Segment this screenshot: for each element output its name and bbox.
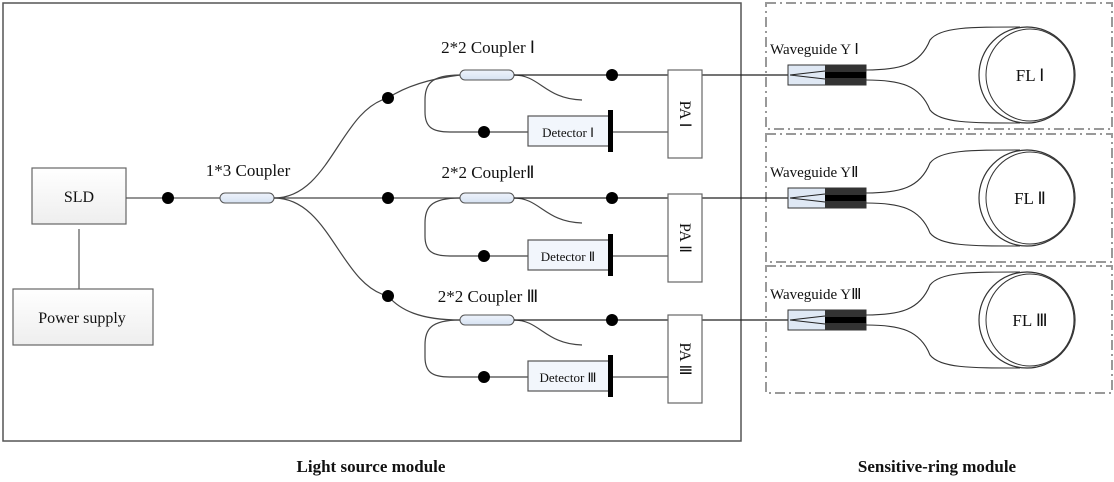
detector-plate <box>608 234 613 276</box>
fiber-loop-label: FL Ⅱ <box>1014 189 1046 208</box>
unused-port <box>513 197 583 224</box>
pa-label: PA Ⅱ <box>676 223 693 253</box>
detector-plate <box>608 110 613 152</box>
waveguide-core <box>825 317 866 323</box>
splitter-1x3 <box>219 192 275 204</box>
unused-port <box>513 74 583 101</box>
power-supply-box: Power supply <box>12 288 154 346</box>
detector-box <box>527 115 611 147</box>
pa-label: PA Ⅰ <box>676 101 693 128</box>
waveguide-core <box>825 72 866 78</box>
fiber-loop-label: FL Ⅰ <box>1016 66 1044 85</box>
power-supply-label: Power supply <box>38 310 126 327</box>
fiber-coil-inner <box>985 151 1075 245</box>
coupler-label: 2*2 Coupler Ⅰ <box>441 38 535 57</box>
coil-lead <box>865 202 1021 247</box>
fiber-coil <box>978 26 1076 124</box>
fiber-coil <box>978 149 1076 247</box>
waveguide-label: Waveguide Y Ⅰ <box>770 42 859 58</box>
splice-point <box>606 314 618 326</box>
coupler-label: 2*2 CouplerⅡ <box>442 163 535 182</box>
pa-box <box>667 193 703 283</box>
splice-point <box>478 126 490 138</box>
waveguide-label: Waveguide YⅡ <box>770 165 859 181</box>
detector-fiber <box>424 197 528 257</box>
coupler-2x2 <box>459 192 515 204</box>
splice-point <box>606 192 618 204</box>
waveguide-core <box>825 195 866 201</box>
unused-port <box>513 319 583 346</box>
fiber-coil-inner <box>985 273 1075 367</box>
pa-box <box>667 69 703 159</box>
coupler-2x2 <box>459 69 515 81</box>
fiber-loop-label: FL Ⅲ <box>1012 311 1047 330</box>
splitter-branches <box>273 74 461 321</box>
coupler-2x2 <box>459 314 515 326</box>
coupler-label: 2*2 Coupler Ⅲ <box>438 287 539 306</box>
splitter-label: 1*3 Coupler <box>206 161 291 180</box>
splice-point <box>382 92 394 104</box>
sensitive-ring-frame-3 <box>765 265 1113 394</box>
pa-box <box>667 314 703 404</box>
sld-box: SLD <box>31 167 127 225</box>
channel-2: 2*2 CouplerⅡ Detector Ⅱ PA Ⅱ Waveguide YⅡ FL… <box>382 149 1076 283</box>
detector-fiber <box>424 319 528 378</box>
light-source-module-label: Light source module <box>297 457 446 476</box>
detector-label: Detector Ⅱ <box>541 249 595 264</box>
splice-point <box>382 290 394 302</box>
sld-label: SLD <box>64 189 94 206</box>
coil-lead <box>865 26 1021 71</box>
splice-point <box>478 250 490 262</box>
splice-point <box>382 192 394 204</box>
sensitive-ring-module-label: Sensitive-ring module <box>858 457 1017 476</box>
splice-point <box>162 192 174 204</box>
splice-point <box>478 371 490 383</box>
detector-fiber <box>424 74 528 133</box>
detector-box <box>527 239 611 271</box>
pa-label: PA Ⅲ <box>676 342 693 375</box>
waveguide-split <box>789 70 826 80</box>
detector-label: Detector Ⅰ <box>542 125 594 140</box>
waveguide-label: Waveguide YⅢ <box>770 287 861 303</box>
coil-lead <box>865 324 1021 369</box>
fiber-coil <box>978 271 1076 369</box>
channel-1: 2*2 Coupler Ⅰ Detector Ⅰ PA Ⅰ Waveguide Y Ⅰ… <box>382 26 1076 159</box>
light-source-module-frame <box>2 2 742 442</box>
detector-label: Detector Ⅲ <box>540 370 597 385</box>
coil-lead <box>865 149 1021 194</box>
detector-plate <box>608 355 613 397</box>
channel-3: 2*2 Coupler Ⅲ Detector Ⅲ PA Ⅲ Waveguide YⅢ F… <box>382 271 1076 404</box>
sensitive-ring-frame-1 <box>765 2 1113 130</box>
fiber-coil-inner <box>985 28 1075 122</box>
detector-box <box>527 360 611 392</box>
waveguide-split <box>789 193 826 203</box>
coil-lead <box>865 271 1021 316</box>
waveguide-split <box>789 315 826 325</box>
coil-lead <box>865 79 1021 124</box>
splice-point <box>606 69 618 81</box>
